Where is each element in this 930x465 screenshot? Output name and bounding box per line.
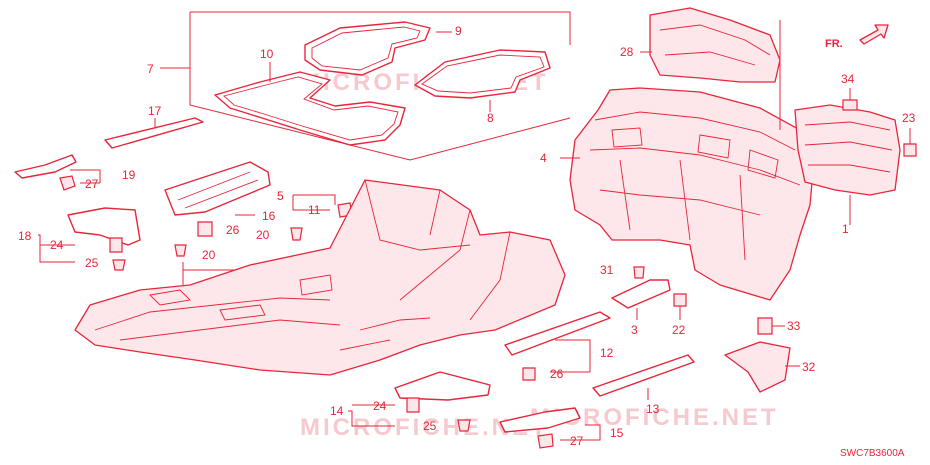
callout-28[interactable]: 28 bbox=[620, 45, 634, 59]
callout-20-upper[interactable]: 20 bbox=[256, 228, 270, 242]
clip-26-upper[interactable] bbox=[197, 221, 213, 237]
callout-19[interactable]: 19 bbox=[122, 168, 136, 182]
floor-mat-front[interactable] bbox=[214, 71, 406, 146]
callout-26-upper[interactable]: 26 bbox=[226, 223, 240, 237]
callout-8[interactable]: 8 bbox=[487, 111, 494, 125]
callout-25-left[interactable]: 25 bbox=[85, 256, 99, 270]
rear-side-sill-trim[interactable] bbox=[592, 354, 695, 397]
floor-carpet-main[interactable] bbox=[74, 179, 566, 376]
floor-mat-set-bracket bbox=[160, 11, 571, 161]
front-direction-arrow: FR. bbox=[825, 24, 889, 50]
figure-code: SWC7B3600A bbox=[840, 448, 905, 459]
front-side-sill-trim[interactable] bbox=[504, 311, 611, 356]
callout-1[interactable]: 1 bbox=[842, 222, 849, 236]
callout-4[interactable]: 4 bbox=[540, 151, 547, 165]
dash-insulator-upper[interactable] bbox=[649, 7, 781, 83]
callout-5[interactable]: 5 bbox=[277, 189, 284, 203]
front-direction-label: FR. bbox=[825, 38, 843, 50]
bracket-32[interactable] bbox=[724, 341, 791, 393]
clip-20-left[interactable] bbox=[174, 244, 187, 257]
right-side-insulator[interactable] bbox=[794, 104, 901, 196]
rear-floor-duct-cover[interactable] bbox=[394, 371, 491, 401]
clip-20-upper[interactable] bbox=[290, 227, 303, 241]
clip-27-lower[interactable] bbox=[537, 433, 554, 449]
grommet-34[interactable] bbox=[842, 99, 858, 111]
clip-25-lower[interactable] bbox=[457, 419, 471, 432]
callout-7[interactable]: 7 bbox=[147, 62, 154, 76]
callout-32[interactable]: 32 bbox=[802, 360, 816, 374]
right-kick-panel-trim[interactable] bbox=[499, 407, 581, 433]
dashboard-insulator[interactable] bbox=[569, 87, 816, 301]
floor-mat-rear-left[interactable] bbox=[414, 49, 551, 99]
callout-20-lower[interactable]: 20 bbox=[202, 248, 216, 262]
left-duct-cover[interactable] bbox=[67, 207, 141, 246]
bracket-3[interactable] bbox=[611, 279, 671, 309]
callout-15[interactable]: 15 bbox=[610, 426, 624, 440]
clip-25-left[interactable] bbox=[112, 259, 126, 271]
callout-33[interactable]: 33 bbox=[787, 319, 801, 333]
clip-26-right[interactable] bbox=[522, 367, 536, 381]
callout-17[interactable]: 17 bbox=[148, 104, 162, 118]
grommet-22[interactable] bbox=[673, 293, 687, 307]
callout-27-left[interactable]: 27 bbox=[85, 177, 99, 191]
clip-24-lower[interactable] bbox=[406, 397, 420, 413]
callout-26-right[interactable]: 26 bbox=[550, 367, 564, 381]
clip-31[interactable] bbox=[633, 266, 645, 279]
floor-mat-rear-right[interactable] bbox=[304, 21, 431, 76]
callout-18[interactable]: 18 bbox=[18, 229, 32, 243]
callout-10[interactable]: 10 bbox=[260, 47, 274, 61]
callout-22[interactable]: 22 bbox=[672, 323, 686, 337]
callout-34[interactable]: 34 bbox=[841, 72, 855, 86]
callout-31[interactable]: 31 bbox=[600, 263, 614, 277]
callout-14[interactable]: 14 bbox=[330, 404, 344, 418]
callout-27-lower[interactable]: 27 bbox=[570, 434, 584, 448]
clip-33[interactable] bbox=[757, 317, 773, 335]
side-trim-strip[interactable] bbox=[104, 117, 204, 149]
grommet-23[interactable] bbox=[903, 143, 917, 157]
callout-25-lower[interactable]: 25 bbox=[423, 419, 437, 433]
callout-24-lower[interactable]: 24 bbox=[373, 399, 387, 413]
callout-24-left[interactable]: 24 bbox=[50, 238, 64, 252]
callout-16[interactable]: 16 bbox=[262, 209, 276, 223]
callout-23[interactable]: 23 bbox=[902, 111, 916, 125]
callout-11[interactable]: 11 bbox=[308, 203, 321, 217]
left-kick-panel-trim[interactable] bbox=[14, 154, 77, 179]
callout-9[interactable]: 9 bbox=[455, 24, 462, 38]
callout-13[interactable]: 13 bbox=[646, 402, 660, 416]
clip-24-left[interactable] bbox=[109, 237, 123, 253]
rear-side-cover[interactable] bbox=[164, 161, 271, 216]
callout-12[interactable]: 12 bbox=[600, 346, 614, 360]
callout-3[interactable]: 3 bbox=[631, 323, 638, 337]
clip-27-left[interactable] bbox=[59, 175, 76, 191]
